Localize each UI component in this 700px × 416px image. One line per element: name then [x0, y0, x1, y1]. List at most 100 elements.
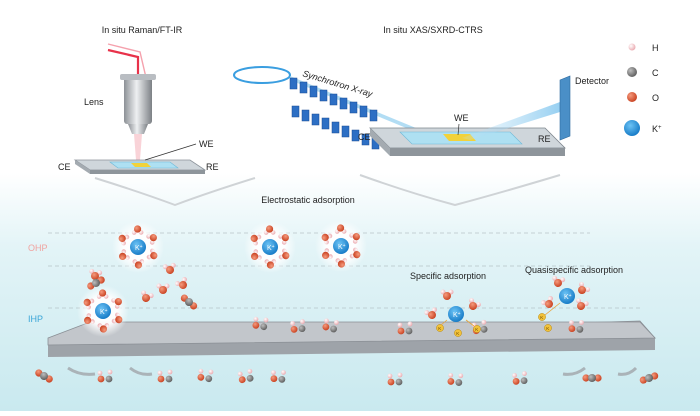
- hydrogen-atom: [263, 317, 269, 323]
- shell-water: [349, 247, 361, 259]
- hydrogen-atom: [111, 298, 116, 303]
- hydrogen-atom: [237, 371, 243, 377]
- re-label-right: RE: [538, 134, 551, 144]
- cell-side: [75, 160, 90, 174]
- diffracted-beam: [462, 102, 560, 140]
- legend-h-label: H: [652, 43, 659, 53]
- carbon-atom: [278, 375, 286, 383]
- oxygen-atom: [322, 251, 330, 259]
- shell-water: [97, 323, 110, 333]
- hydrogen-atom: [157, 370, 163, 376]
- hydrogen-atom: [281, 240, 287, 245]
- hydrogen-atom: [458, 373, 464, 379]
- legend-c-label: C: [652, 68, 659, 78]
- we-label-left: WE: [199, 139, 214, 149]
- potassium-ion-label: K+: [267, 244, 275, 252]
- oxygen-atom: [266, 261, 275, 269]
- hydrogen-atom: [146, 234, 151, 239]
- adsorbate-cluster: [568, 320, 584, 333]
- hydrogen-atom: [300, 319, 305, 324]
- potassium-ion: [333, 238, 349, 254]
- carbon-atom: [165, 375, 173, 383]
- left-fan: [94, 177, 256, 207]
- shell-water: [264, 259, 277, 269]
- oxygen-atom: [290, 325, 298, 333]
- shell-water: [321, 233, 333, 245]
- hydrogen-atom: [512, 373, 517, 378]
- magnet-upper: [349, 101, 358, 114]
- carbon-atom: [645, 374, 653, 382]
- shell-water: [84, 313, 95, 324]
- hydrogen-atom: [124, 234, 130, 240]
- undulator-magnets: [289, 77, 380, 150]
- shell-water: [83, 298, 95, 310]
- hydrogen-atom: [253, 316, 259, 322]
- we-leader: [144, 143, 197, 161]
- oxygen-atom: [397, 327, 405, 335]
- hydrogen-atom: [583, 301, 589, 307]
- shell-water: [119, 249, 130, 260]
- potassium-ion-label: K+: [564, 293, 572, 301]
- water-molecule: [541, 296, 553, 308]
- oxygen-atom: [114, 298, 122, 306]
- hydrogen-atom: [256, 234, 262, 240]
- oxygen-atom: [252, 321, 260, 329]
- hydrogen-atom: [349, 253, 355, 259]
- oxygen-atom: [336, 224, 345, 232]
- magnet-upper: [369, 109, 378, 122]
- legend-o-label: O: [652, 93, 659, 103]
- potassium-ion-label: K+: [135, 244, 143, 252]
- shell-water: [263, 225, 276, 235]
- hydrogen-atom: [278, 234, 283, 239]
- detector-panel: [559, 75, 571, 141]
- oxygen-atom: [322, 323, 330, 331]
- carbon-atom: [298, 325, 306, 333]
- magnet-upper: [359, 105, 368, 118]
- water-molecule: [162, 262, 176, 274]
- lens-tip: [128, 124, 148, 134]
- hydrogen-atom: [111, 318, 117, 324]
- oxygen-atom: [98, 289, 107, 297]
- hydrogen-atom: [481, 319, 487, 325]
- small-k-marker: [436, 324, 444, 332]
- hydrogen-atom: [257, 255, 262, 260]
- cell-front: [90, 170, 205, 174]
- co2-molecule: [582, 374, 602, 382]
- hydrogen-atom: [281, 370, 286, 375]
- hydrogen-atom: [585, 287, 591, 293]
- oxygen-atom: [281, 234, 289, 242]
- shell-water: [96, 289, 109, 299]
- oxygen-atom: [282, 252, 290, 260]
- hydrogen-atom: [290, 321, 295, 326]
- hydrogen-atom: [541, 300, 547, 306]
- oxygen-atom: [251, 252, 259, 260]
- carbon-atom: [480, 325, 488, 333]
- carbon-atom: [588, 374, 596, 382]
- hydrogen-atom: [149, 240, 155, 245]
- focus-beam: [134, 134, 142, 160]
- water-molecule: [156, 283, 170, 294]
- co2-molecule: [180, 294, 198, 310]
- magnet-lower: [351, 129, 360, 142]
- oxygen-atom: [387, 378, 395, 386]
- magnet-lower: [311, 113, 320, 126]
- shell-water: [334, 224, 347, 234]
- legend-k-label: K+: [652, 124, 662, 134]
- oxygen-atom: [83, 298, 91, 306]
- hydrogen-atom: [569, 320, 574, 325]
- ohp-label: OHP: [28, 243, 48, 253]
- right-fan: [359, 174, 561, 207]
- electrode-slab: [47, 320, 656, 357]
- hydrogen-atom: [114, 304, 120, 309]
- carbon-atom: [576, 325, 584, 333]
- hydrogen-atom: [324, 318, 329, 324]
- water-molecule: [578, 281, 591, 294]
- small-k-marker: [473, 325, 481, 333]
- we-label-right: WE: [454, 113, 469, 123]
- oxygen-atom: [166, 266, 174, 274]
- potassium-ion-label: K+: [453, 311, 461, 319]
- quasispecific-label: Quasispecific adsorption: [525, 265, 623, 275]
- title-right: In situ XAS/SXRD-CTRS: [383, 25, 483, 35]
